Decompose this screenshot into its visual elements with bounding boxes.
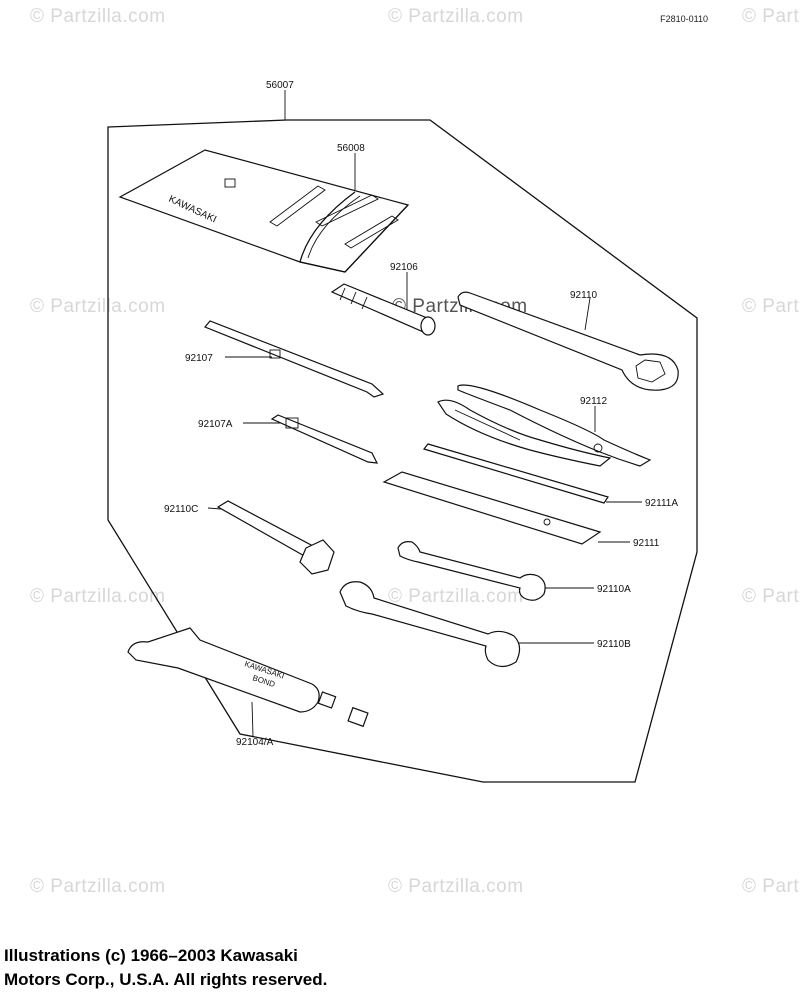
watermark: © Partzilla.com	[742, 586, 800, 607]
part-label-92110b: 92110B	[597, 639, 631, 650]
copyright-line-1: Illustrations (c) 1966–2003 Kawasaki	[4, 946, 298, 965]
part-label-92104a: 92104/A	[236, 737, 274, 748]
part-label-92107a: 92107A	[198, 419, 233, 430]
part-label-56007: 56007	[266, 80, 294, 91]
diagram-code: F2810-0110	[660, 14, 708, 24]
part-label-92110a: 92110A	[597, 584, 631, 595]
watermark: © Partzilla.com	[742, 296, 800, 317]
watermark: © Partzilla.com	[30, 6, 166, 27]
part-label-92111a: 92111A	[645, 498, 678, 509]
kit-outline	[107, 119, 698, 783]
open-wrench-small	[397, 541, 546, 601]
part-label-92112: 92112	[580, 396, 608, 407]
part-label-92110c: 92110C	[164, 504, 198, 515]
part-label-92111: 92111	[633, 538, 660, 549]
flat-bar	[382, 471, 602, 545]
watermark: © Partzilla.com	[388, 876, 524, 897]
bond-tube: KAWASAKI BOND	[127, 627, 369, 728]
part-label-92107: 92107	[185, 353, 213, 364]
pliers	[437, 384, 652, 467]
watermark: © Partzilla.com	[30, 296, 166, 317]
box-wrench	[216, 500, 335, 575]
part-label-92106: 92106	[390, 262, 418, 273]
copyright-notice: Illustrations (c) 1966–2003 Kawasaki Mot…	[4, 944, 327, 992]
screwdriver-bit	[270, 414, 379, 464]
watermark: © Partzilla.com	[30, 586, 166, 607]
screwdriver	[204, 320, 385, 398]
watermark: © Partzilla.com	[388, 6, 524, 27]
watermark: © Partzilla.com	[742, 6, 800, 27]
watermark: © Partzilla.com	[742, 876, 800, 897]
ring-wrench	[457, 291, 679, 391]
copyright-line-2: Motors Corp., U.S.A. All rights reserved…	[4, 970, 328, 989]
part-label-92110: 92110	[570, 290, 598, 301]
part-label-56008: 56008	[337, 143, 365, 154]
tommy-bar	[422, 443, 609, 504]
open-wrench-large	[339, 581, 521, 668]
socket-handle	[330, 283, 436, 336]
watermark: © Partzilla.com	[388, 586, 524, 607]
watermark: © Partzilla.com	[30, 876, 166, 897]
tool-bag: KAWASAKI	[118, 149, 410, 273]
